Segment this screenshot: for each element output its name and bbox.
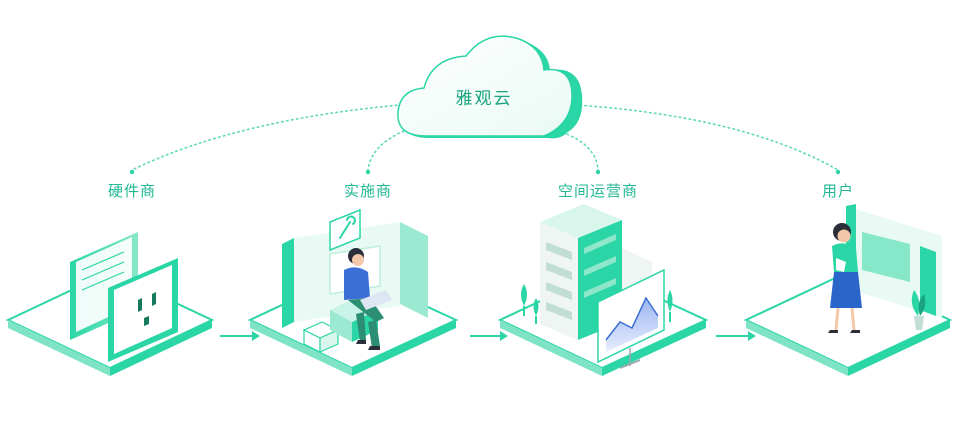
user-figure xyxy=(828,223,862,333)
role-label-hardware: 硬件商 xyxy=(107,182,157,200)
tree-icon xyxy=(667,290,673,322)
wall-left xyxy=(282,238,294,328)
plant-icon xyxy=(911,290,926,330)
power-outlet-icon xyxy=(108,258,178,362)
link-endpoints xyxy=(129,169,841,175)
space-operator-scene xyxy=(497,204,709,376)
role-label-space-operator: 空间运营商 xyxy=(557,182,639,200)
wall-right xyxy=(400,222,428,318)
worker-figure xyxy=(344,248,392,350)
cloud-label: 雅观云 xyxy=(455,89,513,109)
flow-arrows xyxy=(220,331,756,341)
role-label-implementer: 实施商 xyxy=(343,182,393,200)
endpoint-dot xyxy=(835,169,841,175)
implementer-scene xyxy=(247,208,459,376)
connection-lines xyxy=(131,103,839,171)
arrow-right-icon xyxy=(470,331,508,341)
link-user xyxy=(559,103,839,171)
endpoint-dot xyxy=(595,169,601,175)
user-scene xyxy=(743,204,953,376)
arrow-right-icon xyxy=(716,331,756,341)
endpoint-dot xyxy=(129,169,135,175)
hardware-scene xyxy=(5,232,215,376)
chart-board-icon xyxy=(597,268,665,369)
toolbox-icon xyxy=(302,321,340,353)
tree-icon xyxy=(533,298,539,324)
endpoint-dot xyxy=(365,169,371,175)
link-space-operator xyxy=(547,127,599,171)
arrow-right-icon xyxy=(220,331,260,341)
link-implementer xyxy=(367,125,419,171)
cloud-icon xyxy=(397,35,583,139)
role-label-user: 用户 xyxy=(821,182,855,200)
tree-icon xyxy=(521,284,527,316)
wrench-icon xyxy=(329,208,361,252)
